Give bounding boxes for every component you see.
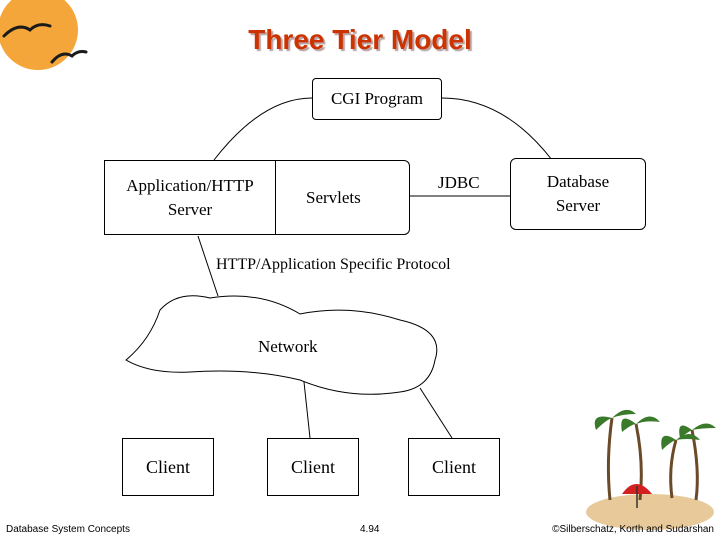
client-box: Client <box>122 438 214 496</box>
line-network-client3 <box>419 387 453 439</box>
app-server-label-line2: Server <box>167 199 213 219</box>
line-cgi-right <box>441 97 553 161</box>
footer-left: Database System Concepts <box>6 524 130 535</box>
client-box: Client <box>408 438 500 496</box>
servlets-box: Servlets <box>276 160 410 235</box>
client-label: Client <box>146 456 190 477</box>
umbrella-icon <box>622 484 652 508</box>
line-cgi-left <box>213 97 313 161</box>
bird-icon <box>2 23 88 64</box>
palm-island-icon <box>586 409 716 530</box>
slide-title: Three Tier Model <box>248 24 472 55</box>
database-label-line1: Database <box>546 172 610 191</box>
database-label-line2: Server <box>555 196 601 215</box>
network-label: Network <box>258 337 318 356</box>
cgi-program-label: CGI Program <box>330 89 424 108</box>
database-server-box: Database Server <box>510 158 646 230</box>
client-label: Client <box>432 456 476 477</box>
jdbc-label: JDBC <box>438 173 480 192</box>
footer-page-number: 4.94 <box>360 524 380 535</box>
servlets-label: Servlets <box>306 187 361 207</box>
line-network-client2 <box>303 381 311 439</box>
app-server-label-line1: Application/HTTP <box>126 175 254 195</box>
protocol-label: HTTP/Application Specific Protocol <box>216 256 451 273</box>
client-label: Client <box>291 456 335 477</box>
app-server-box: Application/HTTP Server <box>104 160 276 235</box>
network-cloud <box>125 295 438 395</box>
client-box: Client <box>267 438 359 496</box>
line-app-network <box>197 235 219 297</box>
cgi-program-box: CGI Program <box>312 78 442 120</box>
sun-icon <box>0 0 78 70</box>
footer-copyright: ©Silberschatz, Korth and Sudarshan <box>552 524 714 535</box>
connector-lines <box>197 97 553 439</box>
